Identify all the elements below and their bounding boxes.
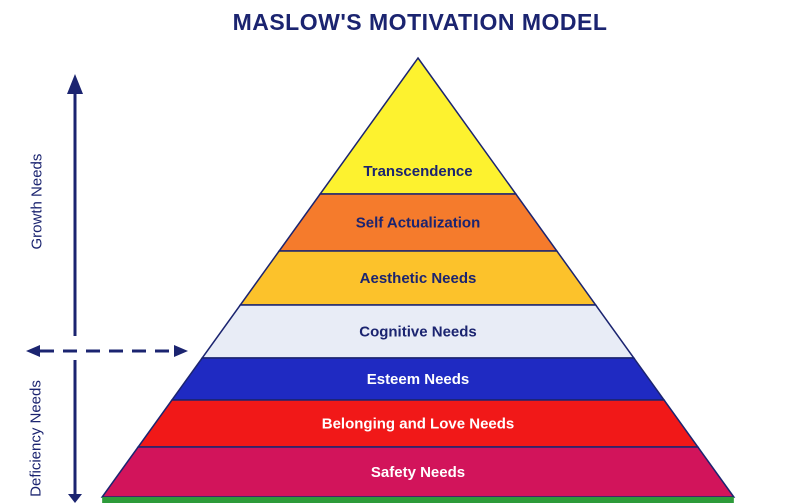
- growth-arrow-head: [67, 74, 83, 94]
- growth-needs-label: Growth Needs: [28, 153, 46, 250]
- pyramid-level-label: Cognitive Needs: [359, 323, 477, 340]
- deficiency-needs-label: Deficiency Needs: [27, 380, 45, 497]
- divider-arrow-left: [26, 345, 40, 357]
- divider-arrow-right: [174, 345, 188, 357]
- pyramid-level-label: Esteem Needs: [367, 371, 470, 388]
- diagram-title: MASLOW'S MOTIVATION MODEL: [232, 9, 608, 35]
- pyramid-level-label: Aesthetic Needs: [360, 270, 477, 287]
- pyramid-level-label: Transcendence: [363, 163, 472, 180]
- pyramid-level-label: Self Actualization: [356, 214, 480, 231]
- deficiency-arrow-head: [68, 494, 82, 503]
- pyramid-base-strip: [102, 497, 734, 503]
- pyramid-level-label: Belonging and Love Needs: [322, 415, 515, 432]
- pyramid-level-label: Safety Needs: [371, 464, 465, 481]
